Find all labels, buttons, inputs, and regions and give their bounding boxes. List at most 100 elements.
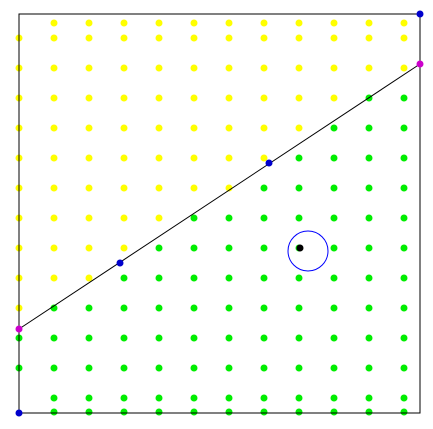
grid-dot-upper [225, 184, 233, 192]
grid-dot-upper [120, 214, 128, 222]
grid-dot-upper [295, 19, 303, 27]
grid-dot-lower [295, 334, 303, 342]
grid-dot-upper [365, 34, 373, 42]
grid-dot-upper [85, 94, 93, 102]
grid-dot-upper [120, 19, 128, 27]
grid-dot-lower [155, 244, 163, 252]
grid-dot-upper [190, 184, 198, 192]
grid-dot-lower [260, 274, 268, 282]
grid-dot-upper [85, 274, 93, 282]
grid-dot-upper [260, 154, 268, 162]
grid-dot-lower [260, 304, 268, 312]
grid-dot-upper [120, 244, 128, 252]
grid-dot-lower [400, 274, 408, 282]
grid-dot-upper [85, 124, 93, 132]
grid-dot-lower [190, 394, 198, 402]
grid-dot-upper [260, 124, 268, 132]
grid-dot-upper [330, 64, 338, 72]
grid-dot-upper [190, 19, 198, 27]
grid-dot-lower [295, 214, 303, 222]
grid-dot-lower [365, 124, 373, 132]
grid-dot-lower [190, 364, 198, 372]
grid-dot-upper [50, 184, 58, 192]
grid-dot-lower [330, 124, 338, 132]
grid-dot-upper [50, 154, 58, 162]
markers [15, 10, 424, 417]
grid-dot-lower [155, 274, 163, 282]
grid-dot-upper [330, 19, 338, 27]
grid-dot-lower [85, 394, 93, 402]
grid-dot-lower [400, 334, 408, 342]
grid-dot-upper [50, 94, 58, 102]
grid-dot-upper [155, 94, 163, 102]
grid-dot-upper [155, 154, 163, 162]
grid-dot-upper [225, 34, 233, 42]
grid-dot-upper [400, 64, 408, 72]
grid-dot-lower [260, 334, 268, 342]
grid-dot-lower [120, 334, 128, 342]
grid-dot-upper [225, 154, 233, 162]
grid-dot-upper [365, 64, 373, 72]
grid-dot-upper [155, 184, 163, 192]
grid-dot-lower [365, 364, 373, 372]
corner-marker-top-right [416, 10, 424, 18]
grid-dot-lower [155, 408, 163, 416]
grid-dot-lower [225, 364, 233, 372]
grid-dot-lower [330, 394, 338, 402]
grid-dot-lower [365, 274, 373, 282]
grid-dot-lower [365, 304, 373, 312]
grid-dot-upper [85, 244, 93, 252]
grid-dot-lower [400, 394, 408, 402]
grid-dot-upper [50, 214, 58, 222]
grid-dot-upper [225, 64, 233, 72]
grid-dot-lower [330, 274, 338, 282]
grid-dot-lower [330, 364, 338, 372]
grid-dot-upper [295, 64, 303, 72]
grid-dot-upper [155, 19, 163, 27]
grid-dot-lower [365, 334, 373, 342]
grid-dot-upper [190, 64, 198, 72]
grid-dot-lower [155, 364, 163, 372]
grid-dot-upper [225, 94, 233, 102]
grid-dot-upper [85, 19, 93, 27]
grid-dot-lower [365, 154, 373, 162]
grid-dot-lower [155, 334, 163, 342]
grid-dot-upper [120, 124, 128, 132]
grid-dot-lower [155, 304, 163, 312]
target-center-dot [296, 244, 304, 252]
grid-dot-lower [225, 274, 233, 282]
grid-dot-lower [260, 364, 268, 372]
grid-dot-upper [330, 94, 338, 102]
grid-dot-upper [260, 34, 268, 42]
grid-dot-lower [365, 214, 373, 222]
grid-dot-lower [295, 408, 303, 416]
grid-dot-lower [85, 364, 93, 372]
corner-marker-bottom-left [15, 409, 23, 417]
grid-dot-upper [120, 64, 128, 72]
grid-dot-lower [260, 184, 268, 192]
lower-region-dots [15, 94, 408, 416]
grid-dot-lower [365, 184, 373, 192]
grid-dot-lower [295, 304, 303, 312]
square-frame [18, 13, 421, 414]
grid-dot-upper [225, 124, 233, 132]
grid-dot-lower [120, 408, 128, 416]
grid-dot-lower [295, 394, 303, 402]
grid-dot-lower [295, 184, 303, 192]
grid-dot-upper [260, 64, 268, 72]
grid-dot-upper [155, 34, 163, 42]
grid-dot-lower [330, 334, 338, 342]
grid-dot-lower [400, 364, 408, 372]
grid-dot-upper [85, 184, 93, 192]
grid-dot-lower [190, 244, 198, 252]
grid-dot-lower [225, 334, 233, 342]
grid-dot-upper [120, 154, 128, 162]
line-endpoint-right [416, 60, 424, 68]
grid-dot-lower [85, 408, 93, 416]
line-endpoint-left [15, 325, 23, 333]
grid-dot-upper [50, 19, 58, 27]
grid-dot-lower [400, 94, 408, 102]
grid-dot-upper [50, 274, 58, 282]
grid-dot-upper [85, 214, 93, 222]
